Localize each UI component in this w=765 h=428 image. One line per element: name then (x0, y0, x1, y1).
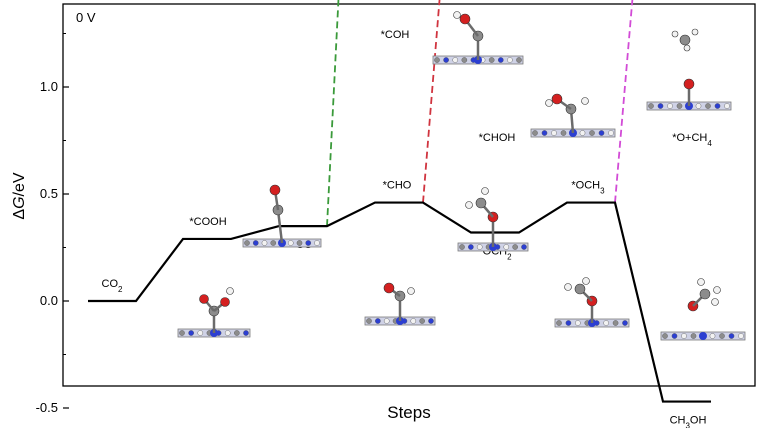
y-axis-title-variable: G (11, 196, 28, 208)
branch-paths (326, 0, 634, 227)
molecule-8 (660, 278, 746, 341)
y-axis: -0.50.00.51.01.52.02.5 (36, 33, 69, 415)
state-label-1: *COOH (189, 216, 226, 228)
main-path (88, 201, 711, 403)
y-tick-label: 0.0 (40, 293, 58, 308)
branch-label-2: *O+CH4 (672, 132, 712, 148)
branch-label-0: *COH (381, 29, 410, 41)
molecule-5 (530, 93, 616, 138)
state-label-5: *OCH3 (571, 180, 605, 196)
y-tick-label: 1.0 (40, 79, 58, 94)
potential-annotation: 0 V (76, 10, 96, 25)
y-axis-title-unit: /eV (11, 172, 28, 196)
y-tick-label: -0.5 (36, 400, 58, 415)
branch-line-1 (422, 0, 441, 203)
state-label-3: *CHO (383, 180, 412, 192)
x-axis-title: Steps (387, 403, 430, 422)
main-path-line (88, 201, 711, 403)
molecule-6 (554, 277, 630, 328)
molecule-structures (177, 11, 746, 341)
branch-label-1: *CHOH (479, 132, 516, 144)
state-label-6: CH3OH (670, 415, 707, 428)
state-label-0: CO2 (102, 278, 124, 294)
molecule-4 (457, 187, 529, 252)
branch-line-0 (326, 0, 340, 227)
y-axis-title: ΔG/eV (11, 172, 28, 219)
branch-line-2 (614, 0, 634, 203)
molecule-1 (242, 184, 322, 248)
molecule-0 (177, 287, 251, 338)
molecule-3 (364, 282, 436, 326)
plot-frame (62, 3, 756, 387)
y-tick-label: 0.5 (40, 186, 58, 201)
y-axis-title-prefix: Δ (11, 209, 28, 220)
molecule-2 (432, 11, 524, 65)
molecule-7 (646, 28, 732, 111)
